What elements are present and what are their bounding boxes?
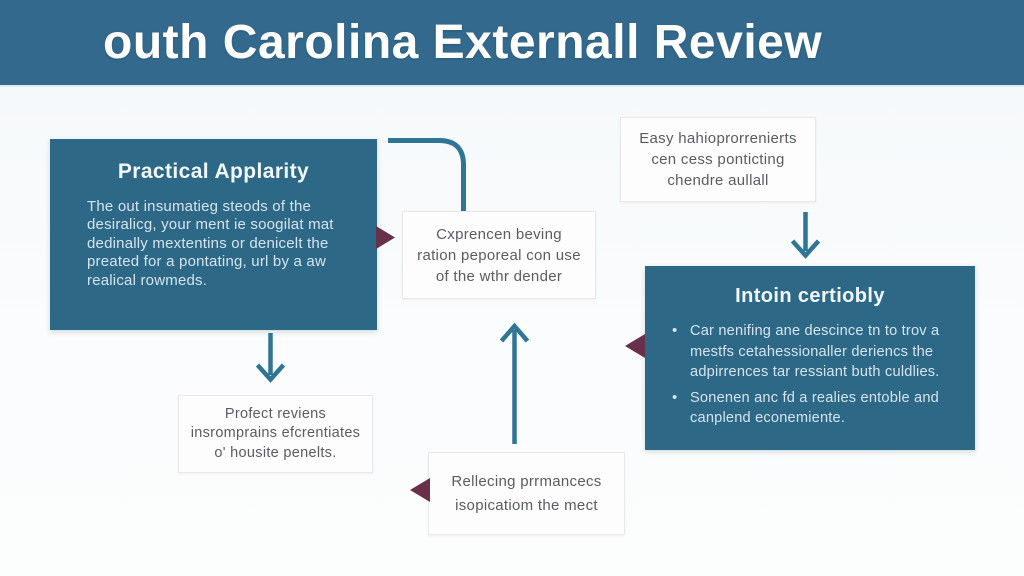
bullet-item: Sonenen anc fd a realies entoble and can… xyxy=(672,388,959,429)
card-line: Easy hahioprorrenierts xyxy=(639,130,797,147)
card-line: ration peporeal con use xyxy=(417,246,581,264)
card-line: of the wthr dender xyxy=(435,267,563,285)
rellecing-card: Rellecing prrmancecs isopicatiom the mec… xyxy=(428,452,625,535)
profect-reviens-card: Profect reviens insromprains efcrentiate… xyxy=(178,395,373,473)
intoin-certiobly-title: Intoin certiobly xyxy=(735,285,885,307)
header-banner: outh Carolina Externall Review xyxy=(0,0,1024,87)
body-line: preated for a pontating, url by a aw xyxy=(87,253,327,271)
practical-applarity-title: Practical Applarity xyxy=(117,160,310,183)
arrow-left-icon xyxy=(625,334,645,358)
card-line: Rellecing prrmancecs xyxy=(451,472,602,490)
arrow-down-icon xyxy=(255,333,286,383)
card-line: insromprains efcrentiates xyxy=(190,425,361,442)
intoin-certiobly-box: Intoin certiobly Car nenifing ane descin… xyxy=(645,266,975,450)
card-line: chendre aullall xyxy=(667,172,769,189)
arrow-down-icon xyxy=(790,212,821,259)
body-line: desiralicg, your ment ie soogilat mat xyxy=(87,216,334,234)
card-line: Cxprencen beving xyxy=(436,225,562,243)
page-title: outh Carolina Externall Review xyxy=(103,16,823,69)
bullet-item: Car nenifing ane descince tn to trov a m… xyxy=(672,321,959,383)
elbow-connector-line xyxy=(388,138,466,211)
card-line: isopicatiom the mect xyxy=(455,496,598,514)
body-line: dedinally mextentins or denicelt the xyxy=(87,234,329,252)
experience-card: Cxprencen beving ration peporeal con use… xyxy=(402,211,596,299)
card-line: Profect reviens xyxy=(224,405,327,422)
intoin-certiobly-bullets: Car nenifing ane descince tn to trov a m… xyxy=(645,321,975,429)
body-line: The out insumatieg steods of the xyxy=(87,198,312,215)
body-line: realical rowmeds. xyxy=(87,271,208,289)
practical-applarity-box: Practical Applarity The out insumatieg s… xyxy=(50,139,377,330)
arrow-left-icon xyxy=(410,478,430,502)
requirements-card: Easy hahioprorrenierts cen cess ponticti… xyxy=(620,117,816,202)
card-line: cen cess ponticting xyxy=(651,151,785,168)
practical-applarity-body: The out insumatieg steods of the desiral… xyxy=(50,198,377,290)
card-line: o' housite penelts. xyxy=(214,444,337,461)
arrow-right-icon xyxy=(376,226,395,249)
arrow-up-icon xyxy=(499,322,530,444)
